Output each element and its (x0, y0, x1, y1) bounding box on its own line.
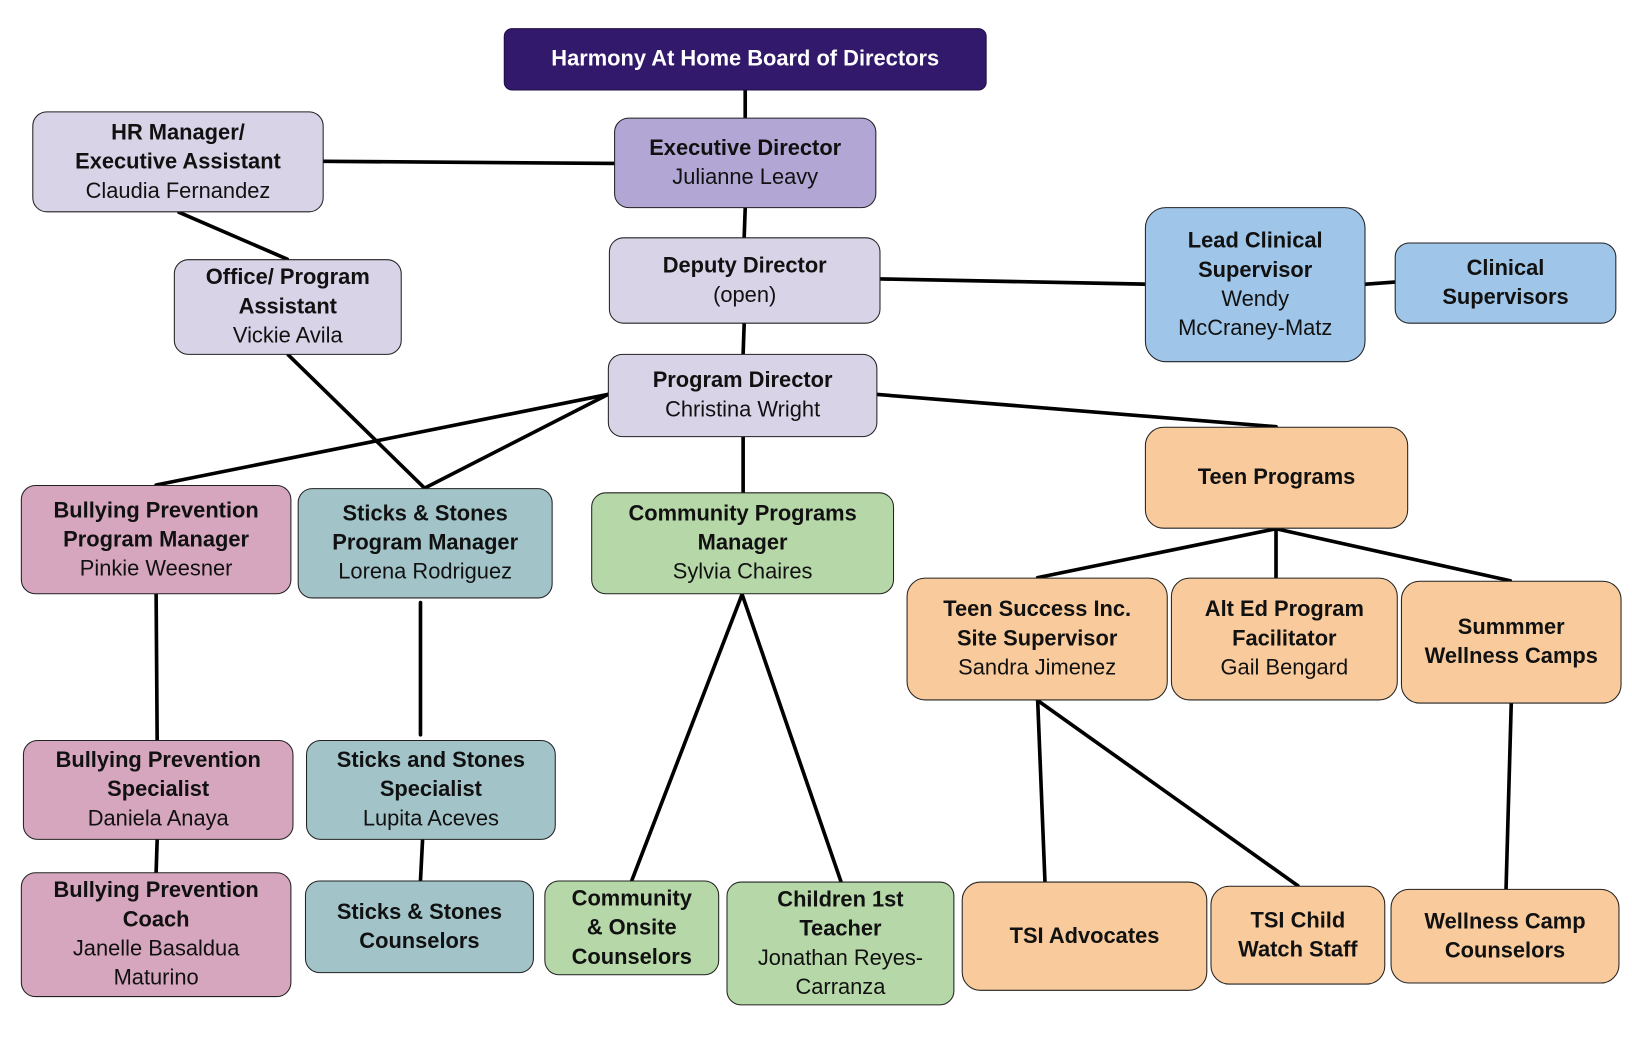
node-program-director: Program Director Christina Wright (607, 353, 878, 438)
node-community-onsite-counselors: Community & Onsite Counselors (544, 880, 720, 976)
node-person: (open) (713, 282, 777, 307)
node-title: Deputy Director (662, 253, 827, 278)
node-deputy-director: Deputy Director (open) (608, 237, 881, 324)
node-tsi-site-supervisor: Teen Success Inc. Site Supervisor Sandra… (906, 577, 1168, 701)
node-title: Summmer Wellness Camps (1424, 615, 1598, 669)
node-summer-wellness-camps: Summmer Wellness Camps (1400, 580, 1622, 704)
node-wellness-camp-counselors: Wellness Camp Counselors (1390, 888, 1620, 984)
connector-hr-manager-to-office-assistant (177, 210, 290, 261)
node-person: Sylvia Chaires (672, 559, 813, 584)
node-title: Harmony At Home Board of Directors (551, 46, 940, 71)
connector-deputy-director-to-program-director (741, 321, 746, 356)
node-bp-coach: Bullying Prevention Coach Janelle Basald… (20, 872, 292, 998)
connector-deputy-director-to-lead-clinical (878, 277, 1147, 286)
node-person: Sandra Jimenez (958, 655, 1117, 680)
node-children-first-teacher: Children 1st Teacher Jonathan Reyes- Car… (726, 881, 955, 1006)
connector-program-director-to-teen-programs (875, 392, 1278, 429)
node-title: Clinical Supervisors (1442, 256, 1569, 310)
connector-summer-camps-to-wellness-counselors (1504, 701, 1514, 891)
connector-bp-manager-to-bp-specialist (154, 592, 159, 742)
node-person: Pinkie Weesner (79, 556, 233, 581)
node-clinical-supervisors: Clinical Supervisors (1394, 242, 1617, 324)
node-person: Christina Wright (665, 397, 821, 422)
connector-community-manager-to-community-counselors (629, 592, 744, 883)
connector-program-director-to-bp-manager (154, 392, 610, 487)
node-community-programs-manager: Community Programs Manager Sylvia Chaire… (591, 492, 895, 595)
node-title: Sticks & Stones Counselors (336, 899, 503, 953)
node-title: TSI Child Watch Staff (1238, 908, 1358, 962)
node-ss-counselors: Sticks & Stones Counselors (304, 880, 534, 974)
node-title: Teen Programs (1197, 465, 1356, 490)
node-ss-program-manager: Sticks & Stones Program Manager Lorena R… (297, 488, 553, 599)
node-teen-programs: Teen Programs (1144, 426, 1409, 529)
node-title: Program Director (652, 368, 833, 393)
node-title: Bullying Prevention Coach (53, 878, 259, 932)
connector-program-director-to-ss-manager (422, 392, 610, 490)
connector-office-assistant-to-ss-manager (286, 353, 427, 490)
node-title: Wellness Camp Counselors (1424, 909, 1586, 963)
node-title: Community Programs Manager (628, 501, 857, 555)
node-person: Claudia Fernandez (85, 178, 271, 203)
node-title: Sticks & Stones Program Manager (332, 501, 519, 555)
node-person: Vickie Avila (232, 323, 343, 348)
connector-lead-clinical-to-clinical-supervisors (1363, 280, 1397, 286)
node-tsi-child-watch-staff: TSI Child Watch Staff (1210, 885, 1386, 985)
node-person: Julianne Leavy (672, 164, 819, 189)
node-title: Lead Clinical Supervisor (1187, 228, 1323, 282)
node-office-assistant: Office/ Program Assistant Vickie Avila (173, 259, 402, 355)
connector-executive-director-to-deputy-director (742, 206, 748, 240)
node-person: Lupita Aceves (362, 806, 499, 831)
node-alt-ed-facilitator: Alt Ed Program Facilitator Gail Bengard (1170, 577, 1398, 701)
node-title: Teen Success Inc. Site Supervisor (943, 597, 1132, 651)
node-person: Jonathan Reyes- Carranza (757, 945, 924, 999)
node-title: Office/ Program Assistant (205, 265, 370, 319)
node-title: Children 1st Teacher (777, 887, 904, 941)
node-bp-program-manager: Bullying Prevention Program Manager Pink… (20, 485, 292, 595)
connector-teen-programs-to-summer-camps (1274, 526, 1513, 583)
node-executive-director: Executive Director Julianne Leavy (614, 117, 877, 209)
node-title: Bullying Prevention Program Manager (53, 498, 259, 552)
connector-teen-programs-to-tsi-supervisor (1035, 526, 1278, 580)
node-person: Janelle Basaldua Maturino (72, 936, 240, 990)
node-hr-manager: HR Manager/ Executive Assistant Claudia … (32, 111, 324, 213)
node-title: Bullying Prevention Specialist (55, 748, 261, 802)
node-tsi-advocates: TSI Advocates (961, 881, 1208, 991)
connector-tsi-supervisor-to-tsi-child-watch (1035, 698, 1300, 888)
connector-tsi-supervisor-to-tsi-advocates (1035, 698, 1047, 884)
connector-ss-specialist-to-ss-counselors (418, 838, 425, 883)
node-title: TSI Advocates (1009, 923, 1160, 948)
connector-community-manager-to-children-first (740, 592, 843, 884)
node-person: Daniela Anaya (87, 806, 229, 831)
node-title: Sticks and Stones Specialist (336, 748, 526, 802)
node-person: Wendy McCraney-Matz (1178, 286, 1333, 340)
node-lead-clinical-supervisor: Lead Clinical Supervisor Wendy McCraney-… (1144, 207, 1366, 363)
connector-bp-specialist-to-bp-coach (154, 838, 159, 875)
node-ss-specialist: Sticks and Stones Specialist Lupita Acev… (305, 740, 556, 840)
node-person: Lorena Rodriguez (338, 559, 513, 584)
node-title: Community & Onsite Counselors (571, 886, 692, 969)
node-board: Harmony At Home Board of Directors (503, 28, 987, 91)
node-title: Executive Director (649, 135, 842, 160)
connector-executive-director-to-hr-manager (321, 159, 616, 166)
node-bp-specialist: Bullying Prevention Specialist Daniela A… (22, 740, 294, 840)
node-title: HR Manager/ Executive Assistant (75, 120, 281, 174)
node-person: Gail Bengard (1220, 655, 1349, 680)
node-title: Alt Ed Program Facilitator (1204, 597, 1364, 651)
